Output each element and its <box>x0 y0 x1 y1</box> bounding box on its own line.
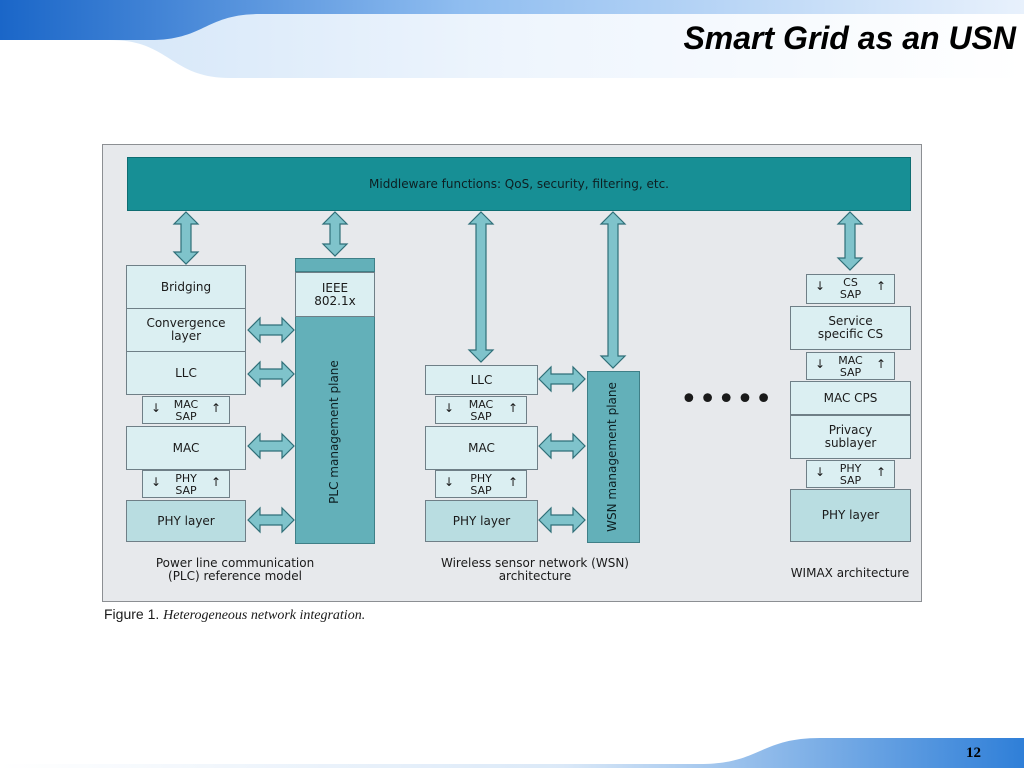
arrow-wimax-middleware <box>836 211 864 271</box>
wimax-mac-sap-line2: SAP <box>839 366 862 379</box>
arrow-down-icon: ↓ <box>815 357 826 371</box>
wsn-llc: LLC <box>425 365 538 395</box>
plc-management-plane-label: PLC management plane <box>327 360 341 504</box>
wimax-privacy-line2: sublayer <box>824 436 877 450</box>
arrow-wsn-llc-middleware <box>467 211 495 363</box>
ieee-line1: IEEE <box>321 280 349 295</box>
arrow-up-icon: ↑ <box>507 475 518 489</box>
arrow-wsn-plane-middleware <box>599 211 627 369</box>
wimax-cs-sap-line1: CS <box>843 276 858 289</box>
arrow-up-icon: ↑ <box>875 465 886 479</box>
ellipsis-dots: ••••• <box>680 382 774 417</box>
page-number: 12 <box>966 745 981 761</box>
arrow-down-icon: ↓ <box>151 475 162 489</box>
middleware-bar: Middleware functions: QoS, security, fil… <box>127 157 911 211</box>
arrow-up-icon: ↑ <box>210 401 221 415</box>
wsn-phy-sap-line2: SAP <box>470 484 492 497</box>
wimax-phy-sap-line2: SAP <box>839 474 862 487</box>
arrow-up-icon: ↑ <box>875 357 886 371</box>
plc-convergence-layer: Convergence layer <box>126 308 246 352</box>
arrow-plc-llc <box>247 360 295 388</box>
arrow-down-icon: ↓ <box>444 401 455 415</box>
ieee-line2: 802.1x <box>314 293 356 308</box>
wsn-phy-layer: PHY layer <box>425 500 538 542</box>
figure-caption-text: Heterogeneous network integration. <box>163 608 366 623</box>
wsn-caption: Wireless sensor network (WSN) architectu… <box>430 557 640 583</box>
plc-phy-layer: PHY layer <box>126 500 246 542</box>
arrow-wsn-phy <box>538 506 586 534</box>
plc-mac: MAC <box>126 426 246 470</box>
plc-caption: Power line communication (PLC) reference… <box>140 557 330 583</box>
arrow-plc-phy <box>247 506 295 534</box>
wsn-mac: MAC <box>425 426 538 470</box>
arrow-plc-convergence <box>247 316 295 344</box>
arrow-ieee-middleware <box>321 211 349 257</box>
wsn-mac-sap-line1: MAC <box>468 398 494 411</box>
wsn-management-plane-label: WSN management plane <box>605 382 619 532</box>
plc-mac-sap-line1: MAC <box>173 398 199 411</box>
arrow-down-icon: ↓ <box>815 279 826 293</box>
arrow-plc-mac <box>247 432 295 460</box>
wimax-service-line2: specific CS <box>817 327 884 341</box>
arrow-down-icon: ↓ <box>815 465 826 479</box>
arrow-wsn-llc <box>538 365 586 393</box>
plc-phy-sap-line1: PHY <box>175 472 197 485</box>
wimax-privacy-sublayer: Privacy sublayer <box>790 415 911 459</box>
plc-convergence-line2: layer <box>170 329 202 343</box>
wimax-service-specific-cs: Service specific CS <box>790 306 911 350</box>
plc-mac-sap-line2: SAP <box>175 410 197 423</box>
wsn-management-plane <box>587 371 640 543</box>
arrow-plc-middleware <box>172 211 200 265</box>
footer-banner <box>0 738 1024 768</box>
arrow-up-icon: ↑ <box>875 279 886 293</box>
plc-caption-line2: (PLC) reference model <box>168 569 302 583</box>
arrow-down-icon: ↓ <box>444 475 455 489</box>
plc-plane-top-strip <box>295 258 375 272</box>
arrow-up-icon: ↑ <box>507 401 518 415</box>
plc-caption-line1: Power line communication <box>155 556 315 570</box>
wsn-mac-sap-line2: SAP <box>470 410 492 423</box>
figure-caption-label: Figure 1. <box>104 606 160 622</box>
wimax-mac-cps: MAC CPS <box>790 381 911 415</box>
arrow-down-icon: ↓ <box>151 401 162 415</box>
wimax-cs-sap-line2: SAP <box>839 288 862 301</box>
header-banner <box>0 0 1024 78</box>
plc-bridging: Bridging <box>126 265 246 309</box>
figure-caption: Figure 1. Heterogeneous network integrat… <box>104 606 365 624</box>
ieee-8021x-box: IEEE 802.1x <box>295 272 375 317</box>
wsn-caption-line1: Wireless sensor network (WSN) <box>441 556 629 570</box>
arrow-wsn-mac <box>538 432 586 460</box>
plc-phy-sap-line2: SAP <box>175 484 197 497</box>
wsn-caption-line2: architecture <box>498 569 572 583</box>
wimax-phy-layer: PHY layer <box>790 489 911 542</box>
wimax-caption: WIMAX architecture <box>790 566 910 580</box>
wimax-mac-sap-line1: MAC <box>838 354 863 367</box>
wimax-privacy-line1: Privacy <box>828 423 873 437</box>
wimax-phy-sap-line1: PHY <box>839 462 862 475</box>
wsn-phy-sap-line1: PHY <box>470 472 492 485</box>
slide-title: Smart Grid as an USN <box>683 20 1016 56</box>
wimax-service-line1: Service <box>828 314 873 328</box>
plc-llc: LLC <box>126 351 246 395</box>
plc-convergence-line1: Convergence <box>146 316 226 330</box>
arrow-up-icon: ↑ <box>210 475 221 489</box>
